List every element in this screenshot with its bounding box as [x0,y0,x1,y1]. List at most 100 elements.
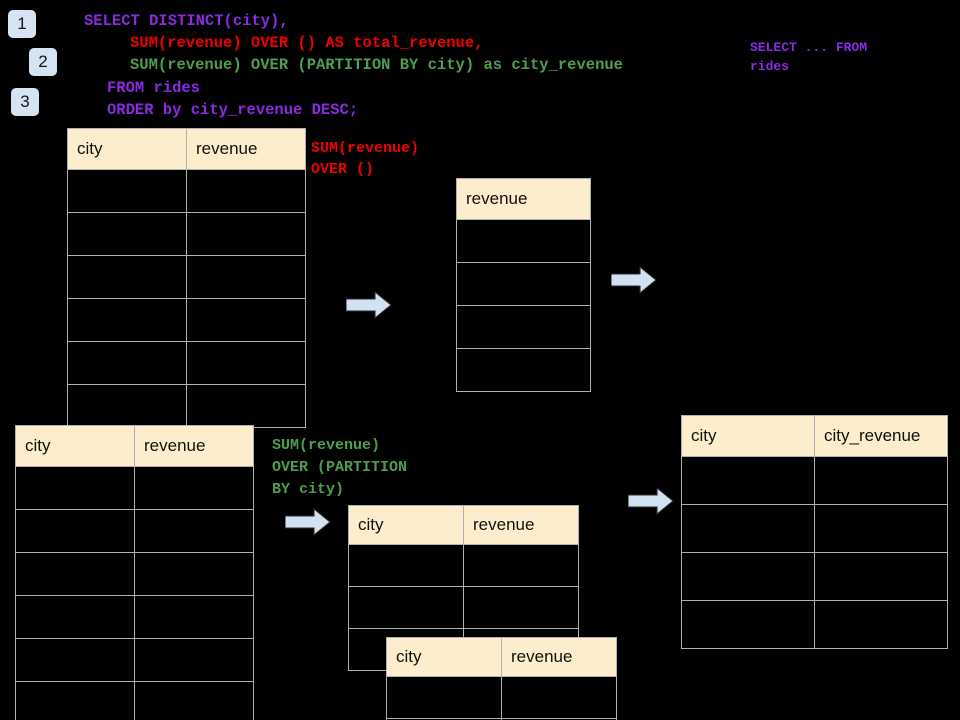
table-cell-revenue [463,544,579,587]
table-row [67,341,306,385]
table-cell-revenue [463,586,579,629]
column-header-city: city [386,637,502,677]
table-cell-city [681,504,815,553]
table-cell-city [15,638,135,682]
sql-line-1: SELECT DISTINCT(city), [84,12,289,30]
table-cell-city [67,298,187,342]
table-cell-city [348,544,464,587]
arrow-total-to-result [610,265,657,295]
table-cell-revenue [186,169,306,213]
table-cell-city [67,212,187,256]
table-cell-revenue [186,298,306,342]
sql-line-4: FROM rides [107,79,201,97]
note-sum-over: SUM(revenue) OVER () [311,140,420,178]
table-cell-city_revenue [814,552,948,601]
table-cell-revenue [134,681,254,720]
table-row [15,552,254,596]
table-cell-revenue [134,638,254,682]
column-header-city: city [681,415,815,457]
table-row [456,305,591,349]
sql-line-3: SUM(revenue) OVER (PARTITION BY city) as… [130,56,623,74]
table-cell-city [67,341,187,385]
table-row [681,504,948,553]
table-cell-revenue [186,341,306,385]
table-cell-city_revenue [814,504,948,553]
table-cell-revenue [456,305,591,349]
table-row [67,384,306,428]
table-row [15,509,254,553]
table-row [386,718,617,720]
table-row [681,600,948,649]
table-cell-city [15,552,135,596]
column-header-city: city [348,505,464,545]
column-header-revenue: revenue [501,637,617,677]
column-header-revenue: revenue [186,128,306,170]
arrow-right-icon [284,507,331,537]
table-cell-city [681,600,815,649]
table-cell-city_revenue [814,600,948,649]
table-row [67,169,306,213]
table-row [15,681,254,720]
arrow-right-icon [627,486,674,516]
table-row [386,676,617,719]
table-cell-city [67,169,187,213]
table-row [456,348,591,392]
table-cell-city [67,255,187,299]
note-sum-partition: SUM(revenue) OVER (PARTITION BY city) [272,437,408,498]
column-header-city: city [67,128,187,170]
table-row [15,466,254,510]
table-cell-city [15,509,135,553]
table-cell-revenue [456,348,591,392]
table-cell-city [681,552,815,601]
table-cell-revenue [186,384,306,428]
table-header-row: revenue [456,178,591,220]
table-row [15,638,254,682]
step-badge-2: 2 [29,48,57,76]
table-row [67,212,306,256]
table-cell-city [681,456,815,505]
column-header-city: city [15,425,135,467]
table-cell-revenue [134,552,254,596]
table-cell-revenue [186,255,306,299]
column-header-revenue: revenue [134,425,254,467]
table-cell-revenue [501,676,617,719]
table-cell-city [15,466,135,510]
table-row [348,544,579,587]
note-select-from-rides: SELECT ... FROM rides [750,40,868,74]
table-cell-city_revenue [814,456,948,505]
table-cell-revenue [134,509,254,553]
table-cell-revenue [456,219,591,263]
table-row [681,552,948,601]
step-badge-3: 3 [11,88,39,116]
table-cell-city [348,586,464,629]
sql-line-5: ORDER by city_revenue DESC; [107,101,359,119]
table-row [67,298,306,342]
column-header-revenue: revenue [463,505,579,545]
arrow-right-icon [345,290,392,320]
table-row [15,595,254,639]
table-row [681,456,948,505]
step-badge-1: 1 [8,10,36,38]
table-cell-city [67,384,187,428]
arrow-source2-to-groups [284,507,331,537]
table-cell-city [15,595,135,639]
arrow-source-to-total [345,290,392,320]
table-row [456,262,591,306]
table-cell-revenue [186,212,306,256]
table-cell-revenue [501,718,617,720]
table-cell-revenue [134,595,254,639]
table-row [456,219,591,263]
arrow-groups-to-result [627,486,674,516]
table-cell-city [15,681,135,720]
arrow-right-icon [610,265,657,295]
table-row [67,255,306,299]
